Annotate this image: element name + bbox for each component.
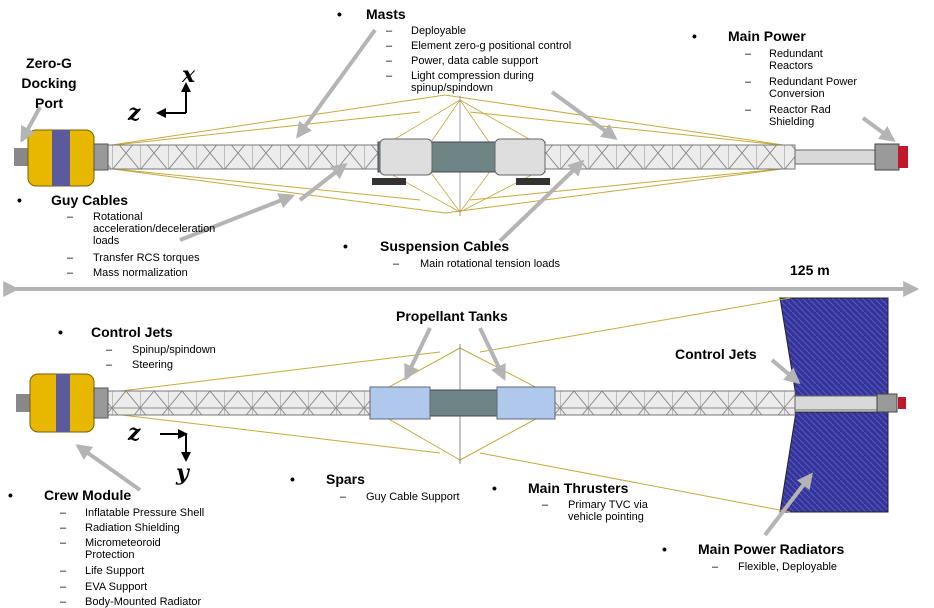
mast-truss-bottom-left xyxy=(107,390,371,416)
guy-cables-item: Rotational acceleration/deceleration loa… xyxy=(93,211,216,247)
axis-bottom xyxy=(160,429,191,462)
propellant-tank-left xyxy=(369,386,431,420)
crew-module-item: Life Support xyxy=(85,565,145,577)
crew-module-item: Micrometeoroid Protection xyxy=(85,537,161,561)
main-power-item: Reactor Rad Shielding xyxy=(769,104,831,128)
crew-module-bottom xyxy=(16,373,109,433)
bullet-dot: • xyxy=(337,6,342,22)
masts-item: Element zero-g positional control xyxy=(411,40,572,52)
crew-module-title: Crew Module xyxy=(44,487,132,503)
docking-port-title: Zero-G Docking Port xyxy=(21,55,77,111)
axis-bottom-vertical-label: y xyxy=(176,460,189,486)
crew-module-item: Inflatable Pressure Shell xyxy=(85,507,205,519)
masts-item: Light compression during spinup/spindown xyxy=(411,70,534,94)
main-thrusters-title: Main Thrusters xyxy=(528,480,629,496)
axis-top-horizontal-label: z xyxy=(128,100,141,126)
axis-top xyxy=(156,82,191,118)
spars-item: Guy Cable Support xyxy=(366,491,460,503)
bottom-vehicle-view xyxy=(16,297,906,513)
guy-cables-top xyxy=(104,94,791,214)
propellant-tanks-title: Propellant Tanks xyxy=(396,308,508,324)
control-jets-left-title: Control Jets xyxy=(91,324,173,340)
radiators-item: Flexible, Deployable xyxy=(738,561,838,573)
power-module-top xyxy=(794,143,908,171)
main-thrusters-item: Primary TVC via vehicle pointing xyxy=(568,499,648,523)
masts-item: Power, data cable support xyxy=(411,55,539,67)
crew-module-item: EVA Support xyxy=(85,581,148,593)
propellant-tank-right xyxy=(496,386,556,420)
suspension-cables-title: Suspension Cables xyxy=(380,238,510,254)
main-power-item: Redundant Reactors xyxy=(769,48,823,72)
mast-truss-bottom-right xyxy=(554,390,796,416)
guy-cables-bottom xyxy=(104,297,791,513)
guy-cables-item: Transfer RCS torques xyxy=(93,252,200,264)
guy-cables-item: Mass normalization xyxy=(93,267,188,279)
mast-truss-top-right xyxy=(544,144,796,170)
power-module-bottom xyxy=(794,393,906,413)
axis-bottom-horizontal-label: z xyxy=(128,420,141,446)
axis-top-vertical-label: x xyxy=(182,62,196,88)
suspension-cables-item: Main rotational tension loads xyxy=(420,258,561,270)
guy-cables-title: Guy Cables xyxy=(51,192,129,208)
radiators-title: Main Power Radiators xyxy=(698,541,845,557)
main-power-item: Redundant Power Conversion xyxy=(769,76,858,100)
main-power-title: Main Power xyxy=(728,28,806,44)
spars-title: Spars xyxy=(326,471,365,487)
control-jets-right-title: Control Jets xyxy=(675,346,757,362)
control-jets-left-item: Spinup/spindown xyxy=(132,344,216,356)
masts-item: Deployable xyxy=(411,25,467,37)
crew-module-item: Radiation Shielding xyxy=(85,522,180,534)
callout-arrows xyxy=(20,28,896,537)
masts-title: Masts xyxy=(366,6,406,22)
length-label: 125 m xyxy=(790,262,830,278)
crew-module-item: Body-Mounted Radiator xyxy=(85,596,202,608)
control-jets-left-item: Steering xyxy=(132,359,173,371)
mast-truss-top-left xyxy=(107,144,379,170)
crew-module-top xyxy=(14,129,109,187)
